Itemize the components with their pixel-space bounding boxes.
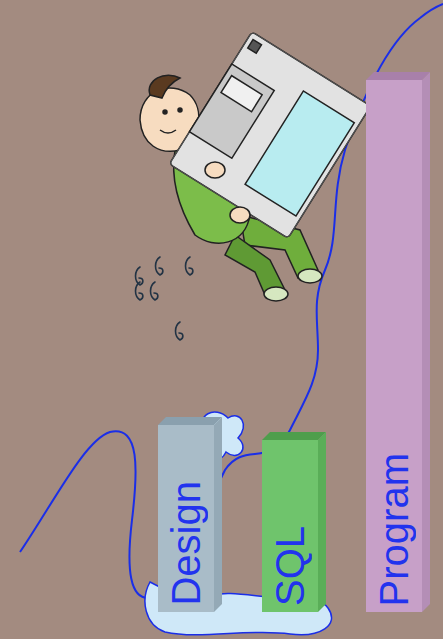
- bar-side: [422, 72, 430, 612]
- bar-front: [262, 440, 318, 612]
- bar-face: Program: [366, 80, 422, 612]
- bar-label: Program: [374, 453, 414, 606]
- bar-top: [366, 72, 430, 80]
- bar-side: [318, 432, 326, 612]
- cartoon-man: [140, 32, 371, 301]
- bar-top: [262, 432, 326, 440]
- bar-front: [366, 80, 422, 612]
- bar-label: Design: [166, 481, 206, 606]
- bar-box: Design: [158, 417, 222, 612]
- bar-front: [158, 425, 214, 612]
- bar-box: Program: [366, 72, 430, 612]
- bar-top: [158, 417, 222, 425]
- bar-face: SQL: [262, 440, 318, 612]
- bar-face: Design: [158, 425, 214, 612]
- bar-box: SQL: [262, 432, 326, 612]
- bar-side: [214, 417, 222, 612]
- bar-label: SQL: [270, 526, 310, 606]
